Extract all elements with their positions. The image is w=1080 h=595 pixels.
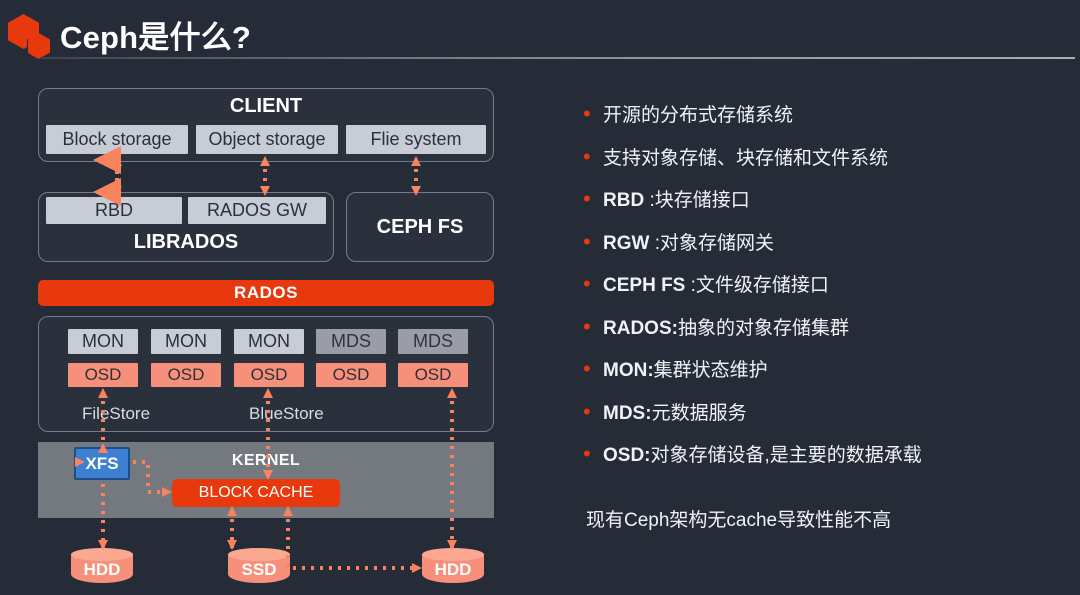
bullet-rest: :对象存储网关 xyxy=(654,232,774,254)
bullet-term: OSD: xyxy=(603,445,651,466)
chip-osd-5: OSD xyxy=(398,363,468,387)
bullet-rest: :文件级存储接口 xyxy=(690,275,829,296)
list-item: • CEPH FS :文件级存储接口 xyxy=(575,270,1075,297)
bullet-content: RBD :块存储接口 xyxy=(603,185,750,212)
bullet-dot-icon: • xyxy=(583,186,591,211)
list-item: • RBD :块存储接口 xyxy=(575,185,1075,212)
hexagon-small-icon xyxy=(27,33,50,59)
bullet-term: RGW xyxy=(603,232,655,254)
list-item: • RGW :对象存储网关 xyxy=(575,228,1075,255)
label-bluestore: BlueStore xyxy=(249,404,324,423)
page-title: Ceph是什么? xyxy=(60,20,252,55)
chip-block-storage: Block storage xyxy=(46,125,188,154)
bullet-dot-icon: • xyxy=(583,313,591,339)
bullet-dot-icon: • xyxy=(583,228,591,254)
disk-hdd-2: HDD xyxy=(422,548,484,586)
bullet-rest: 抽象的对象存储集群 xyxy=(677,317,849,339)
bullet-rest: 对象存储设备,是主要的数据承载 xyxy=(650,445,922,466)
bullet-term: MDS: xyxy=(603,402,652,424)
cylinder-top xyxy=(228,548,290,561)
bullet-content: 开源的分布式存储系统 xyxy=(603,100,793,127)
disk-label: HDD xyxy=(434,560,472,579)
bullet-rest: 开源的分布式存储系统 xyxy=(603,105,794,126)
bullet-content: 支持对象存储、块存储和文件系统 xyxy=(603,143,888,170)
chip-osd-4: OSD xyxy=(316,363,386,387)
chip-osd-2: OSD xyxy=(151,363,221,387)
label-filestore: FileStore xyxy=(82,404,151,423)
bullet-content: MDS:元数据服务 xyxy=(603,398,747,425)
bullet-content: MON:集群状态维护 xyxy=(603,355,768,382)
bullet-dot-icon: • xyxy=(583,271,591,296)
bullet-dot-icon: • xyxy=(583,356,591,381)
bullet-rest: 元数据服务 xyxy=(651,402,747,424)
bullet-dot-icon: • xyxy=(583,441,591,466)
bullet-content: OSD:对象存储设备,是主要的数据承载 xyxy=(603,440,922,467)
bullet-content: RGW :对象存储网关 xyxy=(603,228,774,255)
rados-bar: RADOS xyxy=(38,280,494,306)
bullet-term: MON: xyxy=(603,360,654,381)
list-item: • 支持对象存储、块存储和文件系统 xyxy=(575,143,1075,170)
cephfs-panel-title: CEPH FS xyxy=(376,216,464,238)
chip-rados-gw: RADOS GW xyxy=(188,197,326,224)
disk-label: HDD xyxy=(83,560,121,579)
librados-panel-title: LIBRADOS xyxy=(133,231,239,253)
chip-mds-1: MDS xyxy=(316,329,386,354)
chip-mds-2: MDS xyxy=(398,329,468,354)
footnote-text: 现有Ceph架构无cache导致性能不高 xyxy=(586,510,892,531)
bullet-rest: 集群状态维护 xyxy=(653,360,768,381)
ceph-architecture-diagram: CLIENT Block storage Object storage Flie… xyxy=(38,88,494,586)
chip-mon-3: MON xyxy=(234,329,304,354)
bullet-rest: 支持对象存储、块存储和文件系统 xyxy=(603,147,889,169)
disk-ssd: SSD xyxy=(228,548,290,586)
chip-osd-1: OSD xyxy=(68,363,138,387)
bullet-dot-icon: • xyxy=(583,398,591,424)
list-item: • MON:集群状态维护 xyxy=(575,355,1075,382)
bullet-rest: :块存储接口 xyxy=(649,190,750,211)
chip-osd-3: OSD xyxy=(234,363,304,387)
cylinder-top xyxy=(422,548,484,561)
chip-mon-2: MON xyxy=(151,329,221,354)
list-item: • 开源的分布式存储系统 xyxy=(575,100,1075,127)
bullet-dot-icon: • xyxy=(583,143,591,169)
chip-object-storage: Object storage xyxy=(196,125,338,154)
cylinder-top xyxy=(71,548,133,561)
block-cache-box: BLOCK CACHE xyxy=(172,479,340,507)
bullet-term: RBD xyxy=(603,190,650,211)
bullet-term: RADOS: xyxy=(603,317,678,339)
chip-rbd: RBD xyxy=(46,197,182,224)
kernel-label: KERNEL xyxy=(231,452,301,469)
disk-label: SSD xyxy=(241,560,277,579)
bullet-term: CEPH FS xyxy=(603,275,691,296)
list-item: • MDS:元数据服务 xyxy=(575,398,1075,425)
bullet-content: CEPH FS :文件级存储接口 xyxy=(603,270,829,297)
list-item: • RADOS:抽象的对象存储集群 xyxy=(575,313,1075,340)
disk-hdd-1: HDD xyxy=(71,548,133,586)
chip-mon-1: MON xyxy=(68,329,138,354)
ceph-hexagon-logo-icon xyxy=(8,14,56,60)
title-divider xyxy=(40,57,1075,59)
bullet-dot-icon: • xyxy=(583,101,591,126)
bullet-list: • 开源的分布式存储系统 • 支持对象存储、块存储和文件系统 • RBD :块存… xyxy=(575,100,1075,483)
cephfs-panel: CEPH FS xyxy=(346,192,494,262)
chip-file-system: Flie system xyxy=(346,125,486,154)
bullet-content: RADOS:抽象的对象存储集群 xyxy=(603,313,849,340)
xfs-box: XFS xyxy=(74,447,130,480)
list-item: • OSD:对象存储设备,是主要的数据承载 xyxy=(575,440,1075,467)
client-panel-title: CLIENT xyxy=(229,95,303,117)
